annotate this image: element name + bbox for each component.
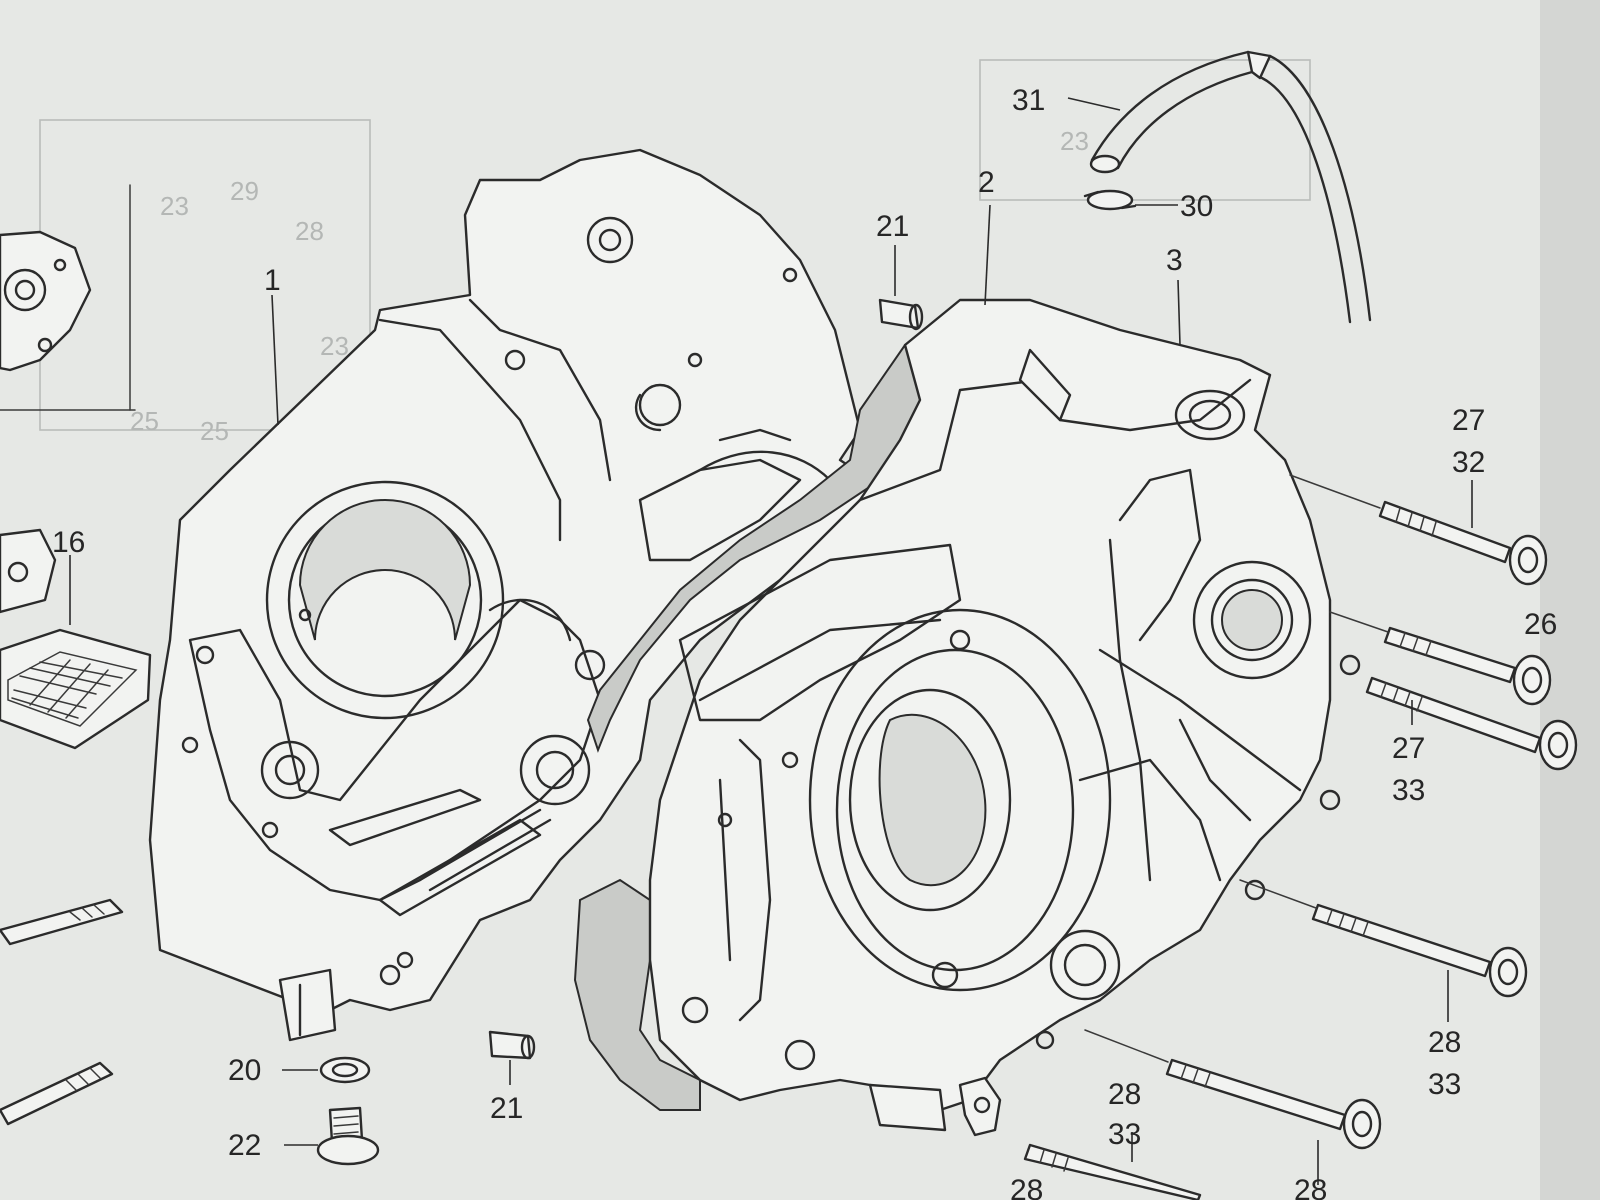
callout-33-bottom: 33 <box>1108 1118 1141 1151</box>
callout-31: 31 <box>1012 84 1045 117</box>
callout-21-upper: 21 <box>876 210 909 243</box>
ghost-label: 23 <box>320 331 349 361</box>
callout-27-upper: 27 <box>1452 404 1485 437</box>
callout-28-bottom: 28 <box>1294 1174 1327 1200</box>
callout-30: 30 <box>1180 190 1213 223</box>
dowel-pin-lower <box>488 1030 536 1085</box>
callout-28-right: 28 <box>1428 1026 1461 1059</box>
breather-tube-part <box>1067 50 1372 324</box>
callout-27-lower: 27 <box>1392 732 1425 765</box>
callout-20: 20 <box>228 1054 261 1087</box>
callout-labels: 1 2 3 16 20 21 21 22 26 27 32 27 33 28 3… <box>52 84 1557 1200</box>
ghost-label: 28 <box>295 216 324 246</box>
oil-strainer-screen-part <box>0 528 152 750</box>
dowel-pin-upper <box>878 245 924 331</box>
tube-clip-part <box>1083 189 1178 211</box>
flange-bolt-27-33 <box>1365 676 1578 771</box>
flange-bolt-28-bottom <box>1084 1029 1382 1185</box>
ghost-label: 23 <box>1060 126 1089 156</box>
stud-bolts-left <box>0 898 124 1126</box>
callout-22: 22 <box>228 1129 261 1162</box>
callout-28-edge: 28 <box>1010 1174 1043 1200</box>
drain-bolt-part <box>284 1106 380 1166</box>
sealing-washer-part <box>282 1056 371 1084</box>
callout-leader-lines <box>271 204 1181 426</box>
ghost-label: 29 <box>230 176 259 206</box>
callout-28-bottom-left: 28 <box>1108 1078 1141 1111</box>
callout-16: 16 <box>52 526 85 559</box>
flange-bolt-26 <box>1329 611 1552 706</box>
bleed-through-faint-print: 23 29 28 23 25 25 23 <box>39 59 1311 446</box>
callout-26: 26 <box>1524 608 1557 641</box>
flange-bolt-28-33-right <box>1239 879 1528 1022</box>
left-crankcase-half <box>148 148 872 1042</box>
ghost-label: 25 <box>130 406 159 436</box>
callout-3: 3 <box>1166 244 1183 277</box>
ghost-label: 25 <box>200 416 229 446</box>
flange-bolt-27-32 <box>1289 474 1548 586</box>
callout-33-upper: 33 <box>1392 774 1425 807</box>
callout-33-right: 33 <box>1428 1068 1461 1101</box>
strainer-mesh <box>11 659 123 719</box>
ghost-label: 23 <box>160 191 189 221</box>
page-edge-shadow <box>1540 0 1600 1200</box>
callout-2: 2 <box>978 166 995 199</box>
callout-32: 32 <box>1452 446 1485 479</box>
callout-21-lower: 21 <box>490 1092 523 1125</box>
partial-cover-part <box>0 184 136 411</box>
flange-bolt-28-33-bottom <box>1023 1132 1202 1200</box>
callout-1: 1 <box>264 264 281 297</box>
right-crankcase-half <box>648 298 1361 1137</box>
